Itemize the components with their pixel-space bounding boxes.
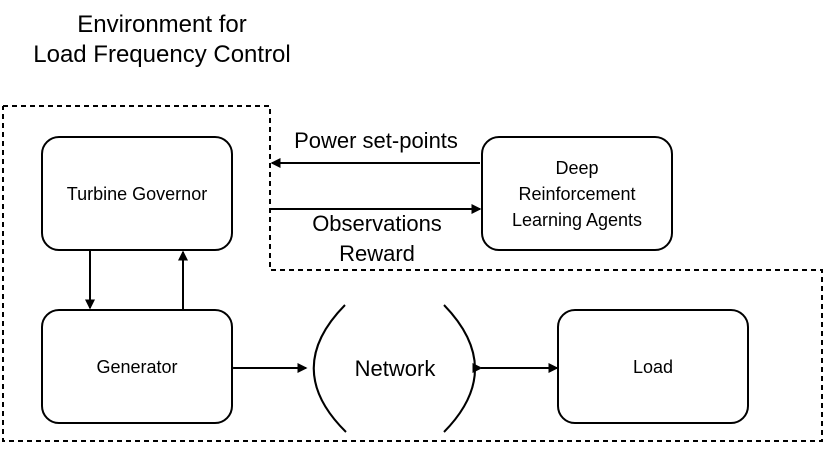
observations-label: Observations (312, 211, 442, 236)
network-left-arc (312, 304, 347, 433)
reward-label: Reward (339, 241, 415, 266)
agents-box: Deep Reinforcement Learning Agents (481, 136, 673, 251)
agents-label: Deep Reinforcement Learning Agents (512, 155, 642, 233)
network-label: Network (354, 356, 436, 381)
generator-box: Generator (41, 309, 233, 424)
power-setpoints-label: Power set-points (294, 128, 458, 153)
page-title: Environment for Load Frequency Control (12, 10, 312, 70)
load-box: Load (557, 309, 749, 424)
turbine-governor-label: Turbine Governor (66, 183, 208, 204)
title-line-1: Environment for (77, 11, 247, 38)
agents-label-line-2: Reinforcement (518, 183, 636, 204)
title-line-2: Load Frequency Control (33, 41, 291, 68)
turbine-governor-box: Turbine Governor (41, 136, 233, 251)
network-right-arc (443, 304, 476, 433)
environment-boundary (2, 105, 823, 442)
load-label: Load (632, 356, 674, 377)
generator-label: Generator (96, 356, 178, 377)
agents-label-line-1: Deep (555, 157, 599, 178)
agents-label-line-3: Learning Agents (511, 209, 643, 230)
